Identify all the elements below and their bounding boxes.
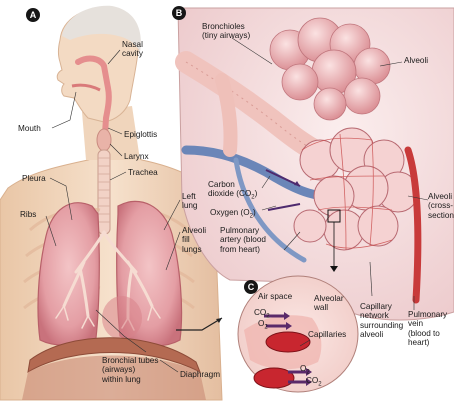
label-oxygen-end: ) (253, 208, 256, 217)
label-diaphragm: Diaphragm (180, 370, 220, 379)
label-bronchial-tubes: Bronchial tubes (airways) within lung (102, 356, 158, 384)
trachea-shape (98, 150, 110, 234)
label-o2-top-sub: 2 (264, 325, 267, 331)
panel-b-badge: B (172, 6, 186, 20)
label-o2-bottom-sub: 2 (306, 370, 309, 376)
label-oxygen: Oxygen (O2) (210, 208, 256, 222)
larynx-shape (97, 129, 111, 151)
label-carbon-dioxide-text: Carbon dioxide (CO (208, 180, 251, 198)
label-co2-bottom-text: CO (306, 376, 318, 385)
label-co2-bottom: CO2 (306, 376, 322, 390)
panel-a-badge: A (26, 8, 40, 22)
label-carbon-dioxide: Carbon dioxide (CO2) (208, 180, 257, 203)
label-pulmonary-vein: Pulmonary vein (blood to heart) (408, 310, 447, 348)
label-mouth: Mouth (18, 124, 41, 133)
label-trachea: Trachea (128, 168, 158, 177)
label-co2-bottom-sub: 2 (318, 382, 321, 388)
label-alveoli: Alveoli (404, 56, 428, 65)
label-nasal-cavity: Nasal cavity (122, 40, 143, 59)
label-left-lung: Left lung (182, 192, 197, 211)
label-carbon-dioxide-end: ) (255, 189, 258, 198)
label-alveoli-fill-lungs: Alveoli fill lungs (182, 226, 206, 254)
label-epiglottis: Epiglottis (124, 130, 157, 139)
label-alveolar-wall: Alveolar wall (314, 294, 344, 313)
panel-c-badge: C (244, 280, 258, 294)
panel-b-alveoli (178, 8, 454, 320)
label-co2-top-text: CO (254, 308, 266, 317)
label-pulmonary-artery: Pulmonary artery (blood from heart) (220, 226, 266, 254)
label-pleura: Pleura (22, 174, 46, 183)
label-ribs: Ribs (20, 210, 36, 219)
label-capillary-network: Capillary network surrounding alveoli (360, 302, 403, 340)
label-bronchioles: Bronchioles (tiny airways) (202, 22, 250, 41)
label-air-space: Air space (258, 292, 292, 301)
label-o2-top: O2 (258, 319, 268, 333)
label-alveoli-cross-section: Alveoli (cross- section) (428, 192, 454, 220)
label-oxygen-text: Oxygen (O (210, 208, 250, 217)
heart-shape (102, 296, 142, 340)
capillary-top (266, 332, 310, 352)
label-capillaries: Capillaries (308, 330, 346, 339)
label-larynx: Larynx (124, 152, 149, 161)
